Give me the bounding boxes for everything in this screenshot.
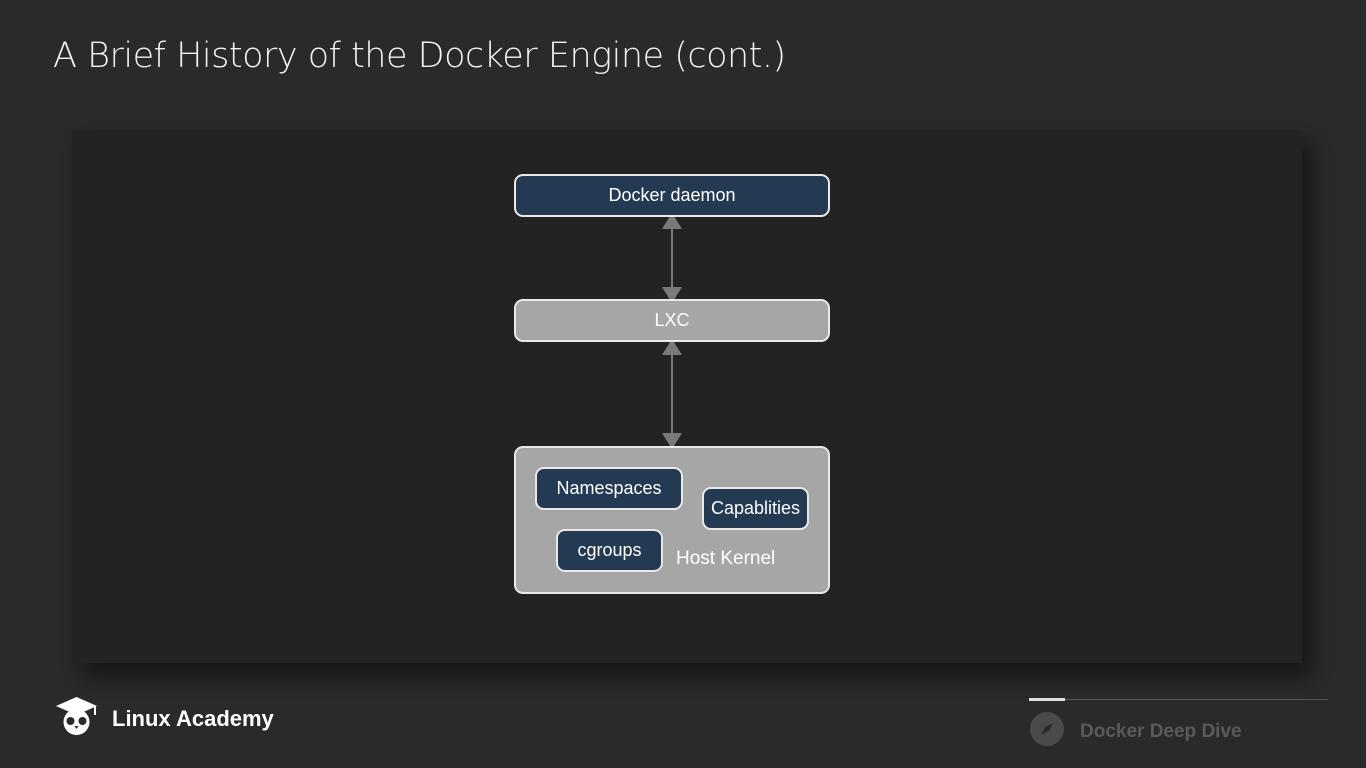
lxc-node: LXC (514, 299, 830, 342)
course-title: Docker Deep Dive (1080, 720, 1242, 742)
owl-graduation-cap-icon (55, 696, 98, 741)
slide-title: A Brief History of the Docker Engine (co… (53, 36, 786, 76)
namespaces-node: Namespaces (535, 467, 683, 510)
course-progress-bar (1029, 698, 1328, 701)
course-progress-fill (1029, 698, 1065, 701)
host-kernel-label: Host Kernel (676, 548, 776, 569)
course-badge: Docker Deep Dive (1029, 711, 1242, 752)
compass-icon (1029, 711, 1065, 752)
brand-name: Linux Academy (112, 705, 274, 731)
brand-logo: Linux Academy (55, 696, 274, 741)
capabilities-node: Capablities (702, 487, 809, 530)
docker-daemon-node: Docker daemon (514, 174, 830, 217)
cgroups-node: cgroups (556, 529, 663, 572)
